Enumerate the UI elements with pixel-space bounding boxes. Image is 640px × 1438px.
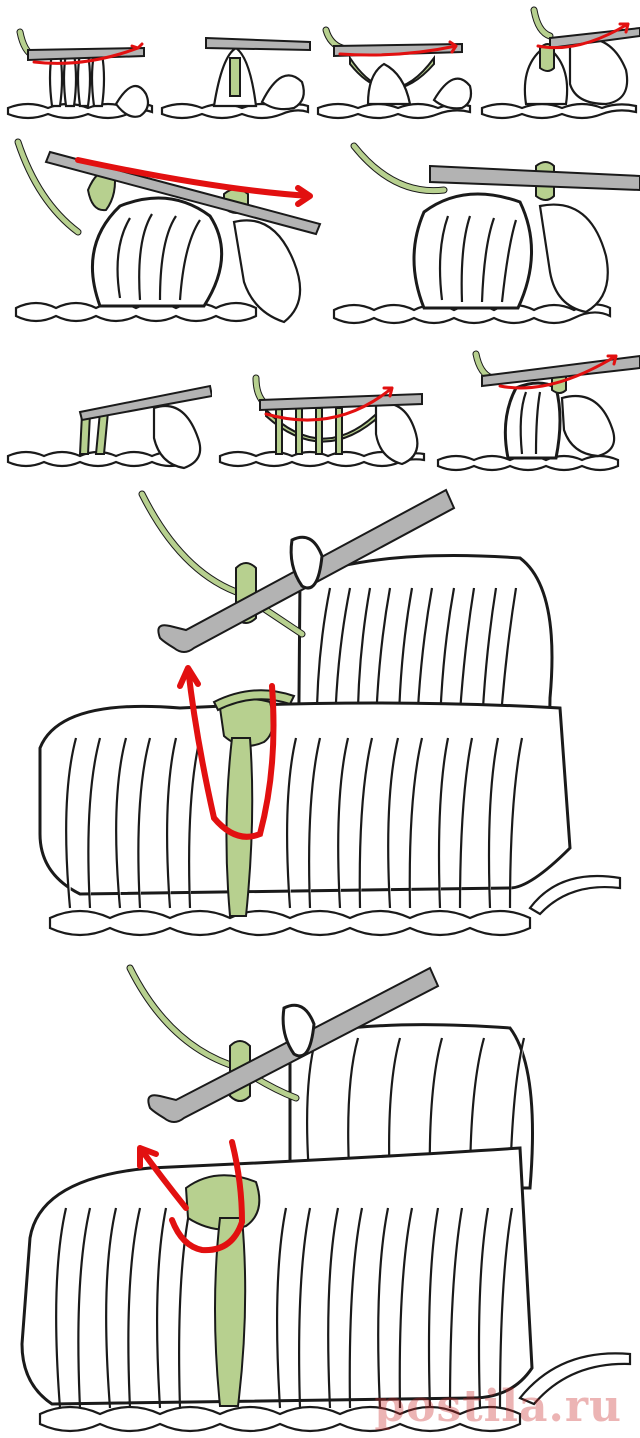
arrow-icon xyxy=(498,354,618,390)
crochet-hook-icon xyxy=(27,46,145,62)
crochet-hook-icon xyxy=(44,150,322,236)
crochet-hook-icon xyxy=(78,384,212,422)
crochet-hook-icon xyxy=(333,42,463,58)
step-9-panel xyxy=(434,346,640,478)
arrow-icon xyxy=(169,1139,246,1254)
step-2-panel xyxy=(160,8,312,120)
lower-stitch-columns xyxy=(55,1207,514,1409)
step-6-panel xyxy=(330,132,640,338)
step-8-panel xyxy=(216,374,428,478)
step-5-panel xyxy=(10,132,326,338)
arrow-icon xyxy=(211,683,277,840)
large-step-1-panel xyxy=(0,488,640,948)
arrow-icon xyxy=(75,157,313,207)
lower-stitch-columns xyxy=(65,737,524,909)
arrow-icon xyxy=(338,40,458,57)
highlighted-stitch xyxy=(212,689,296,917)
highlighted-stitch xyxy=(184,1174,261,1407)
step-3-panel xyxy=(316,8,476,120)
arrow-icon xyxy=(177,665,217,821)
arrow-icon xyxy=(32,42,144,65)
crochet-hook-icon xyxy=(429,164,640,192)
step-1-panel xyxy=(4,8,156,120)
crochet-hook-icon xyxy=(259,392,423,412)
crochet-hook-icon xyxy=(205,36,311,52)
upper-stitch-columns xyxy=(306,1037,526,1189)
step-4-panel xyxy=(480,4,640,120)
arrow-icon xyxy=(137,1145,189,1211)
arrow-icon xyxy=(264,386,394,422)
watermark-logo: postila.ru xyxy=(374,1381,622,1432)
large-step-2-panel xyxy=(0,958,640,1438)
arrow-icon xyxy=(536,22,630,50)
crochet-hook-icon xyxy=(549,26,640,50)
step-7-panel xyxy=(4,378,212,478)
